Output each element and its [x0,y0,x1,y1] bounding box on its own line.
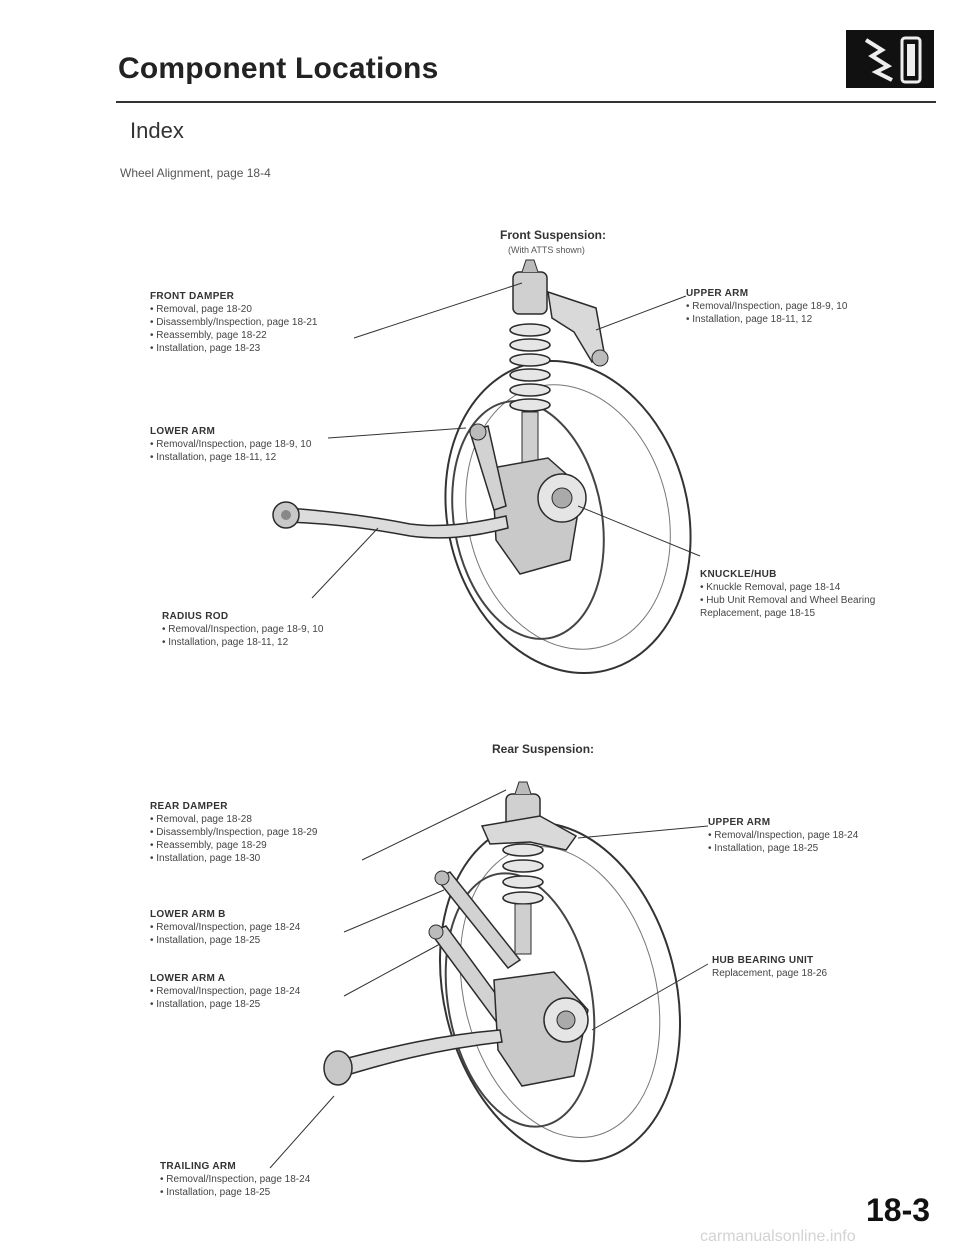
wheel-alignment-link[interactable]: Wheel Alignment, page 18-4 [120,166,271,180]
trailing-arm-ref[interactable]: Installation, page 18-25 [160,1186,310,1199]
hub-bearing-unit-callout: HUB BEARING UNIT Replacement, page 18-26 [712,954,827,980]
rear-damper-ref[interactable]: Reassembly, page 18-29 [150,839,317,852]
rear-suspension-illustration [323,781,681,1163]
radius-rod-callout: RADIUS ROD Removal/Inspection, page 18-9… [162,610,323,649]
front-upper-arm-ref[interactable]: Installation, page 18-11, 12 [686,313,847,326]
radius-rod-ref[interactable]: Installation, page 18-11, 12 [162,636,323,649]
front-lower-arm-label: LOWER ARM [150,426,216,437]
knuckle-hub-label: KNUCKLE/HUB [700,569,777,580]
trailing-arm-callout: TRAILING ARM Removal/Inspection, page 18… [160,1160,310,1199]
front-damper-ref[interactable]: Disassembly/Inspection, page 18-21 [150,316,317,329]
lower-arm-a-ref[interactable]: Removal/Inspection, page 18-24 [150,985,300,998]
rear-damper-label: REAR DAMPER [150,801,228,812]
lower-arm-b-ref[interactable]: Removal/Inspection, page 18-24 [150,921,300,934]
rear-damper-ref[interactable]: Removal, page 18-28 [150,813,317,826]
knuckle-hub-ref[interactable]: Hub Unit Removal and Wheel Bearing Repla… [700,594,930,620]
rear-upper-arm-ref[interactable]: Installation, page 18-25 [708,842,858,855]
trailing-arm-label: TRAILING ARM [160,1161,236,1172]
suspension-section-icon [846,30,934,88]
radius-rod-label: RADIUS ROD [162,611,229,622]
page-number: 18-3 [866,1192,931,1228]
front-lower-arm-ref[interactable]: Removal/Inspection, page 18-9, 10 [150,438,311,451]
lower-arm-b-callout: LOWER ARM B Removal/Inspection, page 18-… [150,908,300,947]
page-title: Component Locations [118,52,439,85]
front-suspension-illustration [272,259,692,675]
rear-upper-arm-ref[interactable]: Removal/Inspection, page 18-24 [708,829,858,842]
front-damper-ref[interactable]: Installation, page 18-23 [150,342,317,355]
front-lower-arm-ref[interactable]: Installation, page 18-11, 12 [150,451,311,464]
front-suspension-title: Front Suspension: [500,228,606,242]
rear-damper-callout: REAR DAMPER Removal, page 18-28 Disassem… [150,800,317,865]
lower-arm-b-ref[interactable]: Installation, page 18-25 [150,934,300,947]
front-suspension-subtitle: (With ATTS shown) [508,245,585,255]
rear-damper-ref[interactable]: Disassembly/Inspection, page 18-29 [150,826,317,839]
front-damper-callout: FRONT DAMPER Removal, page 18-20 Disasse… [150,290,317,355]
front-damper-ref[interactable]: Removal, page 18-20 [150,303,317,316]
front-upper-arm-label: UPPER ARM [686,288,749,299]
rear-upper-arm-label: UPPER ARM [708,817,771,828]
front-upper-arm-ref[interactable]: Removal/Inspection, page 18-9, 10 [686,300,847,313]
radius-rod-ref[interactable]: Removal/Inspection, page 18-9, 10 [162,623,323,636]
front-lower-arm-callout: LOWER ARM Removal/Inspection, page 18-9,… [150,425,311,464]
knuckle-hub-callout: KNUCKLE/HUB Knuckle Removal, page 18-14 … [700,568,930,620]
hub-bearing-unit-ref[interactable]: Replacement, page 18-26 [712,968,828,979]
rear-upper-arm-callout: UPPER ARM Removal/Inspection, page 18-24… [708,816,858,855]
lower-arm-b-label: LOWER ARM B [150,909,226,920]
lower-arm-a-label: LOWER ARM A [150,973,226,984]
lower-arm-a-ref[interactable]: Installation, page 18-25 [150,998,300,1011]
watermark: carmanualsonline.info [700,1228,856,1245]
trailing-arm-ref[interactable]: Removal/Inspection, page 18-24 [160,1173,310,1186]
front-damper-ref[interactable]: Reassembly, page 18-22 [150,329,317,342]
front-upper-arm-callout: UPPER ARM Removal/Inspection, page 18-9,… [686,287,847,326]
title-rule [116,101,936,103]
index-heading: Index [130,118,184,143]
hub-bearing-unit-label: HUB BEARING UNIT [712,955,814,966]
knuckle-hub-ref[interactable]: Knuckle Removal, page 18-14 [700,581,930,594]
front-damper-label: FRONT DAMPER [150,291,235,302]
rear-suspension-title: Rear Suspension: [492,742,595,756]
lower-arm-a-callout: LOWER ARM A Removal/Inspection, page 18-… [150,972,300,1011]
rear-damper-ref[interactable]: Installation, page 18-30 [150,852,317,865]
